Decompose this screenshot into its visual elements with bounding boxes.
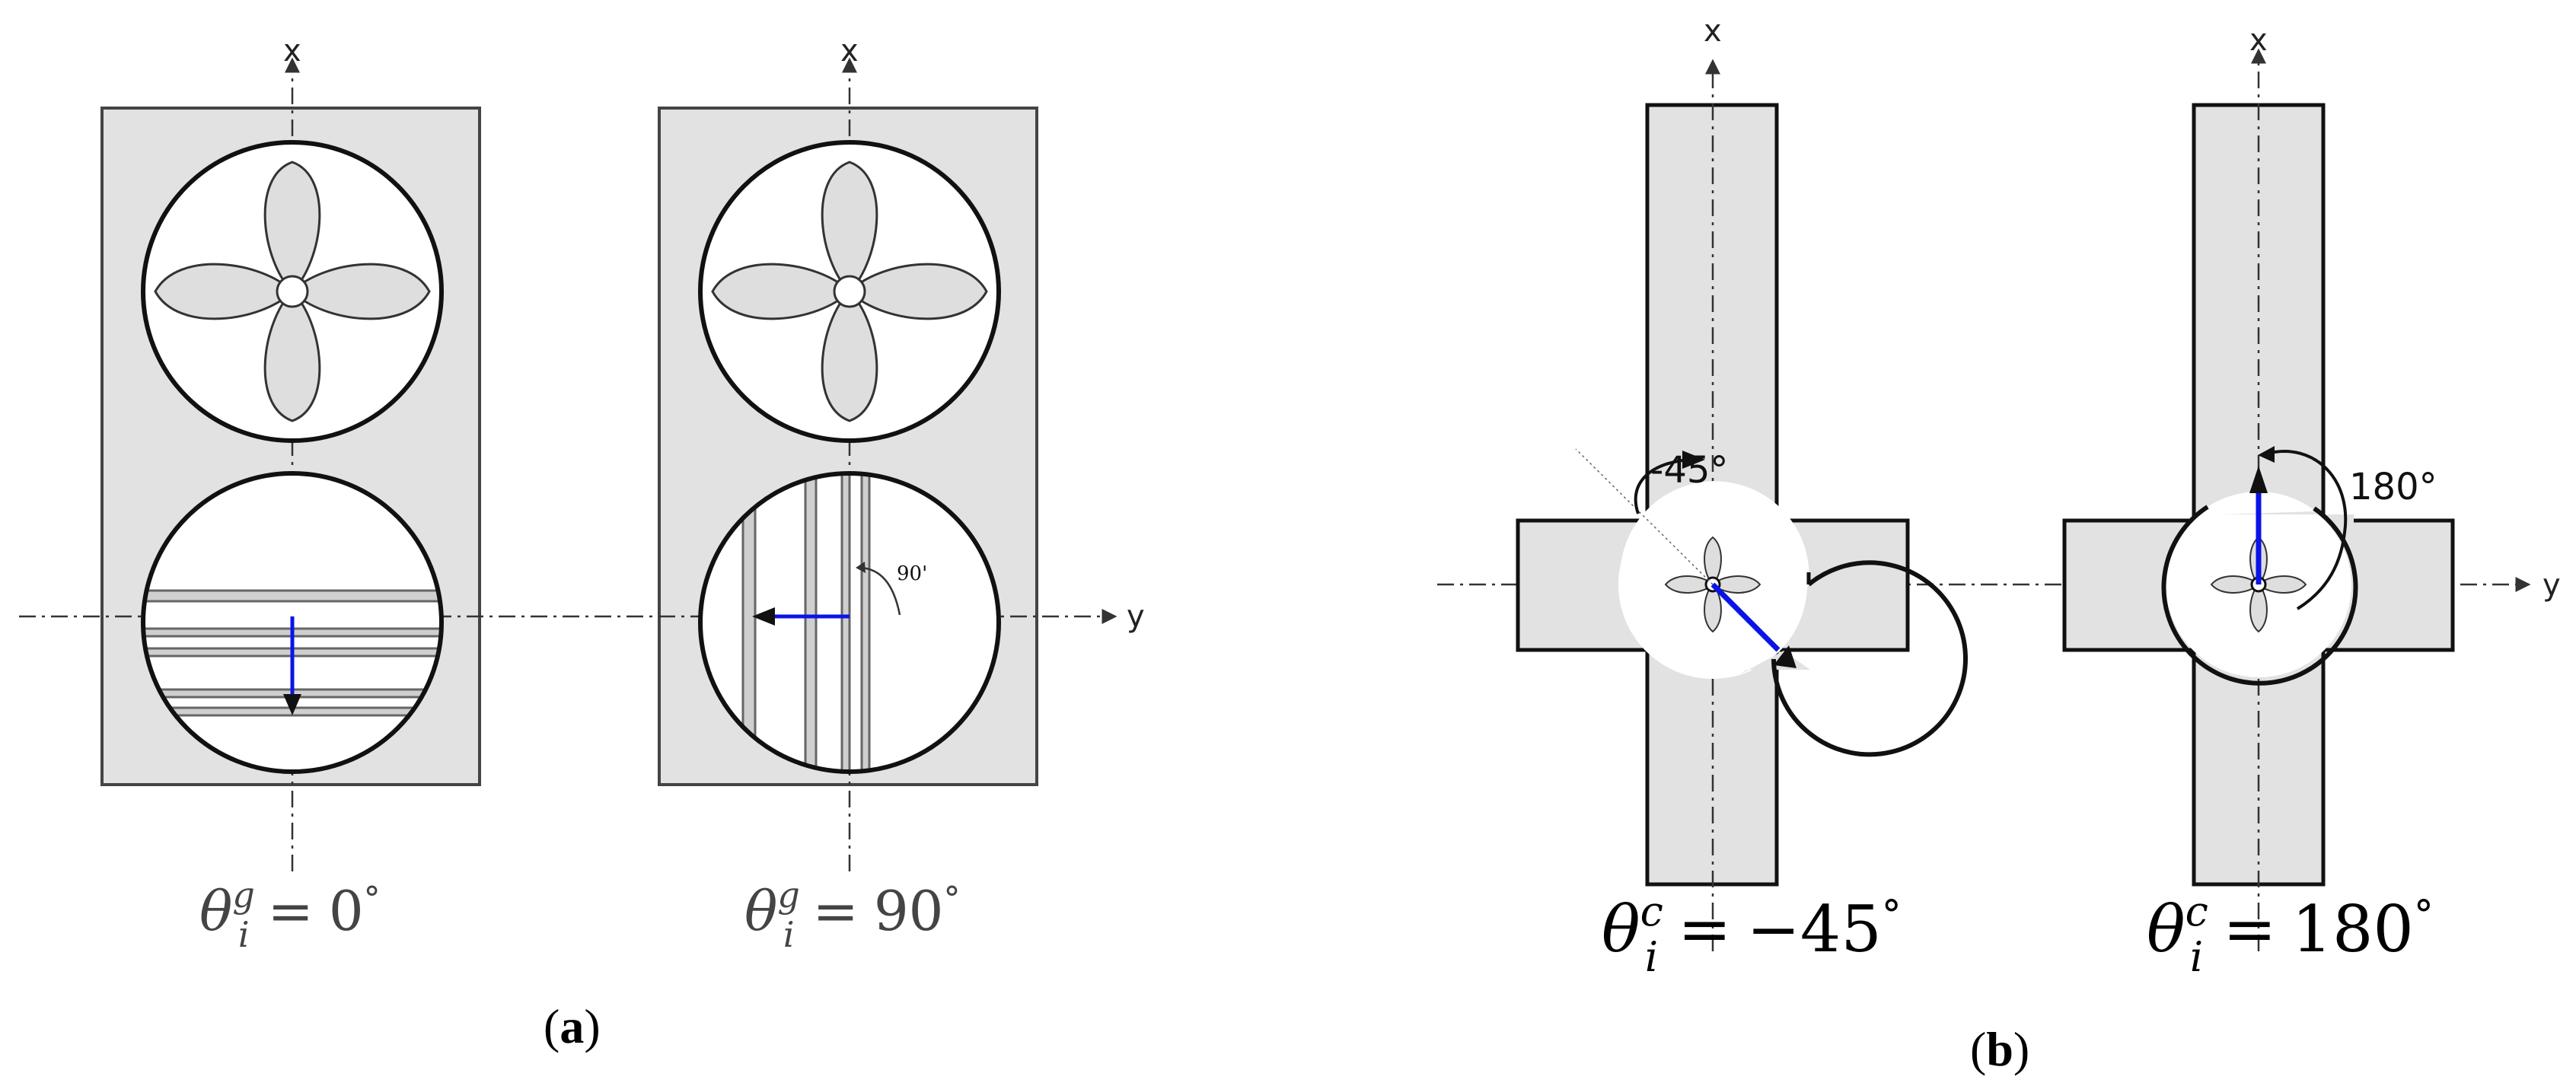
rotation-label-b-right: 180°: [2349, 466, 2437, 508]
x-axis-label-a-right: x: [840, 33, 859, 68]
rotation-arc-b-right: [2266, 450, 2348, 610]
y-axis-label-a: y: [1127, 599, 1145, 634]
rotation-arc-b-left: [1634, 458, 1689, 514]
x-axis-label-b-left: x: [1704, 14, 1722, 49]
panel-b: y x -45° x: [1437, 14, 2561, 1076]
caption-b: (b): [1970, 1022, 2029, 1076]
grating-circle-a-right: 90': [698, 471, 1001, 774]
panel-a: y x x: [19, 33, 1145, 1053]
x-axis-label-b-right: x: [2249, 23, 2268, 58]
grating-circle-a-left: [141, 471, 444, 774]
rotation-label-b-left: -45°: [1650, 449, 1728, 492]
rotation-label-a-right: 90': [897, 562, 927, 585]
caption-a: (a): [544, 999, 601, 1053]
y-axis-label-b: y: [2543, 568, 2561, 603]
rotated-disc-b-right: [2161, 446, 2358, 686]
direction-arrow-b-left: [1710, 582, 1781, 652]
reference-line-b-left: [1575, 448, 1714, 585]
grating-lines-icon: [741, 473, 871, 772]
x-axis-label-a-left: x: [283, 33, 301, 68]
